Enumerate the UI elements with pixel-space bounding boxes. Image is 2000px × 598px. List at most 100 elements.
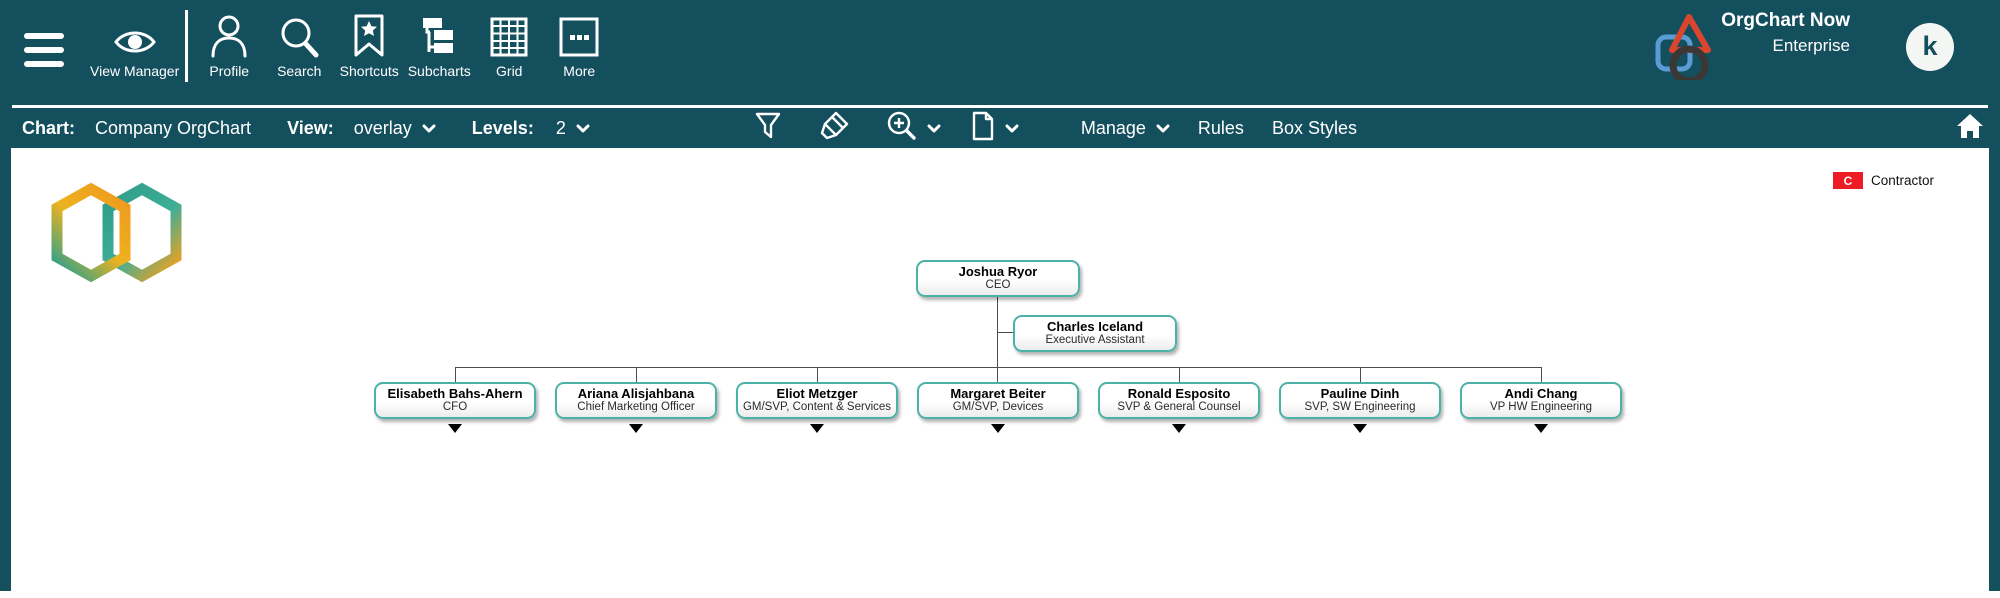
chart-toolbar: Chart: Company OrgChart View: overlay Le…	[0, 108, 2000, 148]
home-icon	[1956, 113, 1984, 144]
levels-label: Levels:	[471, 117, 534, 138]
org-node[interactable]: Eliot Metzger GM/SVP, Content & Services	[736, 382, 898, 419]
connector-child-stub	[636, 367, 637, 382]
node-name: Ronald Esposito	[1127, 385, 1231, 401]
node-name: Eliot Metzger	[776, 385, 858, 401]
expand-triangle-icon[interactable]	[991, 424, 1005, 433]
levels-value: 2	[555, 117, 566, 138]
more-ellipsis-icon	[558, 12, 600, 58]
toolbar-item-label: Grid	[496, 63, 523, 79]
toolbar-separator	[12, 105, 1988, 108]
export-document-button[interactable]	[971, 111, 1019, 146]
node-name: Elisabeth Bahs-Ahern	[387, 385, 523, 401]
contractor-badge: C	[1832, 172, 1863, 189]
node-name: Ariana Alisjahbana	[577, 385, 695, 401]
node-name: Margaret Beiter	[950, 385, 1046, 401]
company-logo	[49, 181, 184, 298]
manage-label: Manage	[1080, 117, 1146, 138]
connector-child-stub	[1541, 367, 1542, 382]
toolbar-item-label: More	[563, 63, 596, 79]
view-manager-button[interactable]: View Manager	[90, 12, 179, 79]
chart-name[interactable]: Company OrgChart	[95, 117, 252, 138]
chevron-down-icon	[1005, 124, 1019, 133]
hamburger-menu-icon[interactable]	[24, 33, 64, 67]
expand-triangle-icon[interactable]	[1172, 424, 1186, 433]
eye-icon	[113, 12, 157, 58]
node-title: CFO	[442, 401, 468, 414]
primary-toolbar: View Manager Profile Search	[0, 0, 2000, 105]
toolbar-item-label: Shortcuts	[339, 63, 399, 79]
toolbar-item-label: Subcharts	[407, 63, 471, 79]
connector-child-stub	[817, 367, 818, 382]
contractor-label: Contractor	[1870, 173, 1934, 188]
chevron-down-icon	[576, 124, 590, 133]
toolbar-divider	[185, 10, 189, 82]
levels-selector[interactable]: 2	[556, 118, 590, 139]
highlighter-icon	[819, 111, 849, 146]
connector-root-drop	[997, 296, 998, 382]
user-avatar[interactable]: k	[1906, 22, 1954, 71]
node-name: Andi Chang	[1504, 385, 1578, 401]
node-title: CEO	[985, 279, 1011, 292]
org-node[interactable]: Elisabeth Bahs-Ahern CFO	[374, 382, 536, 419]
chevron-down-icon	[422, 124, 436, 133]
expand-triangle-icon[interactable]	[1534, 424, 1548, 433]
expand-triangle-icon[interactable]	[629, 424, 643, 433]
toolbar-item-label: Profile	[209, 63, 250, 79]
expand-triangle-icon[interactable]	[448, 424, 462, 433]
org-chart-canvas[interactable]: C Contractor Joshua Ryor CEO Charles Ice…	[11, 148, 1989, 591]
org-node[interactable]: Andi Chang VP HW Engineering	[1460, 382, 1622, 419]
box-styles-menu[interactable]: Box Styles	[1271, 117, 1357, 138]
more-button[interactable]: More	[544, 12, 614, 79]
node-name: Pauline Dinh	[1320, 385, 1400, 401]
toolbar-item-label: Search	[277, 63, 322, 79]
orgchart-now-logo: OrgChart Now Enterprise	[1651, 10, 1850, 85]
expand-triangle-icon[interactable]	[1353, 424, 1367, 433]
org-node[interactable]: Margaret Beiter GM/SVP, Devices	[917, 382, 1079, 419]
manage-menu[interactable]: Manage	[1081, 118, 1170, 139]
node-title: SVP & General Counsel	[1117, 401, 1241, 414]
home-button[interactable]	[1956, 113, 1984, 144]
document-icon	[971, 111, 995, 146]
node-name: Joshua Ryor	[958, 263, 1038, 279]
node-title: VP HW Engineering	[1489, 401, 1593, 414]
node-name: Charles Iceland	[1046, 318, 1144, 334]
search-icon	[278, 12, 320, 58]
subcharts-button[interactable]: Subcharts	[404, 12, 474, 79]
shortcuts-button[interactable]: Shortcuts	[334, 12, 404, 79]
zoom-button[interactable]	[887, 111, 941, 146]
org-node-assistant[interactable]: Charles Iceland Executive Assistant	[1013, 315, 1177, 352]
org-node[interactable]: Pauline Dinh SVP, SW Engineering	[1279, 382, 1441, 419]
person-icon	[209, 12, 249, 58]
filter-button[interactable]	[755, 112, 781, 145]
node-title: GM/SVP, Devices	[952, 401, 1044, 414]
connector-child-stub	[455, 367, 456, 382]
node-title: GM/SVP, Content & Services	[742, 401, 892, 414]
view-selector[interactable]: overlay	[354, 118, 436, 139]
grid-icon	[489, 12, 529, 58]
view-label: View:	[287, 117, 334, 138]
grid-button[interactable]: Grid	[474, 12, 544, 79]
highlighter-button[interactable]	[819, 111, 849, 146]
search-button[interactable]: Search	[264, 12, 334, 79]
filter-icon	[755, 112, 781, 145]
connector-child-stub	[1360, 367, 1361, 382]
chart-label: Chart:	[22, 117, 75, 138]
view-value: overlay	[353, 117, 412, 138]
chevron-down-icon	[927, 124, 941, 133]
node-title: Executive Assistant	[1045, 334, 1145, 347]
profile-button[interactable]: Profile	[194, 12, 264, 79]
brand-name: OrgChart Now	[1721, 10, 1850, 31]
connector-child-stub	[1179, 367, 1180, 382]
org-node[interactable]: Ronald Esposito SVP & General Counsel	[1098, 382, 1260, 419]
connector-assistant-stub	[997, 332, 1013, 333]
zoom-in-icon	[887, 111, 917, 146]
expand-triangle-icon[interactable]	[810, 424, 824, 433]
org-node-ceo[interactable]: Joshua Ryor CEO	[916, 260, 1080, 297]
rules-menu[interactable]: Rules	[1197, 117, 1244, 138]
connector-horizontal-bar	[455, 367, 1542, 368]
org-node[interactable]: Ariana Alisjahbana Chief Marketing Offic…	[555, 382, 717, 419]
brand-edition: Enterprise	[1772, 36, 1850, 55]
canvas-frame: C Contractor Joshua Ryor CEO Charles Ice…	[0, 148, 2000, 591]
